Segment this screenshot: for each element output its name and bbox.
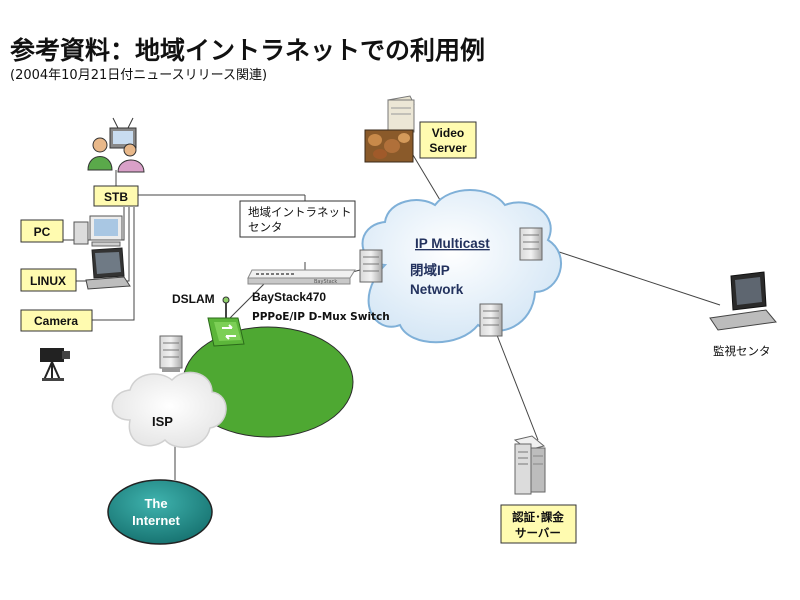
ip-multicast-cloud [361, 189, 562, 344]
pc-icon [73, 215, 123, 247]
cloud-label-line1: IP Multicast [415, 236, 490, 251]
link-camera-stb [92, 207, 135, 321]
video-label-line1: Video [432, 126, 464, 140]
linux-box [20, 268, 77, 292]
server-rack-icon-right [519, 227, 543, 261]
link-cloud-auth [494, 329, 539, 441]
switch-desc-label: PPPoE/IP D-Mux Switch [252, 311, 390, 323]
dslam-label: DSLAM [172, 292, 215, 306]
internet-label-line1: The [144, 496, 167, 511]
intranet-center-box [239, 200, 356, 238]
switch-name-label: BayStack470 [252, 290, 326, 304]
video-server-icon [364, 95, 415, 163]
link-video-cloud [409, 149, 441, 201]
tv-viewers-icon [87, 117, 145, 173]
stb-label: STB [104, 190, 128, 204]
center-label-line1: 地域イントラネット [248, 205, 352, 219]
monitor-center-label: 監視センタ [713, 344, 771, 358]
auth-label-line1: 認証･課金 [512, 510, 564, 524]
laptop-icon [85, 247, 131, 290]
connection-lines [63, 149, 721, 480]
isp-label: ISP [152, 414, 173, 429]
switch-brand-text: BayStack [314, 279, 337, 285]
link-dslam-switch [227, 277, 271, 321]
camera-box [20, 309, 93, 332]
server-tower-icon [513, 435, 546, 495]
link-cloud-monitor [537, 244, 721, 306]
pc-box [20, 219, 64, 243]
monitor-laptop-icon [709, 271, 777, 331]
linux-label: LINUX [30, 274, 66, 288]
video-server-box [419, 121, 477, 159]
internet-label-line2: Internet [132, 513, 180, 528]
stb-box [93, 185, 139, 207]
video-camera-icon [40, 348, 70, 381]
router-icon [159, 335, 183, 372]
video-label-line2: Server [429, 141, 467, 155]
page-subtitle: (2004年10月21日付ニュースリリース関連) [10, 68, 267, 83]
internet-ellipse [107, 479, 213, 545]
pc-label: PC [34, 225, 51, 239]
cloud-label-line2: 閉域IP [410, 262, 450, 278]
server-rack-icon-left [359, 249, 383, 283]
cloud-label-line3: Network [410, 282, 464, 297]
page-title: 参考資料：地域イントラネットでの利用例 [10, 36, 485, 65]
auth-server-box [500, 504, 577, 544]
dslam-icon [207, 296, 245, 347]
center-label-line2: センタ [248, 220, 283, 234]
auth-label-line2: サーバー [515, 526, 561, 540]
switch-icon: BayStack [247, 269, 356, 285]
isp-cloud [111, 371, 227, 448]
camera-label: Camera [34, 314, 78, 328]
server-rack-icon-bottom [479, 303, 503, 337]
